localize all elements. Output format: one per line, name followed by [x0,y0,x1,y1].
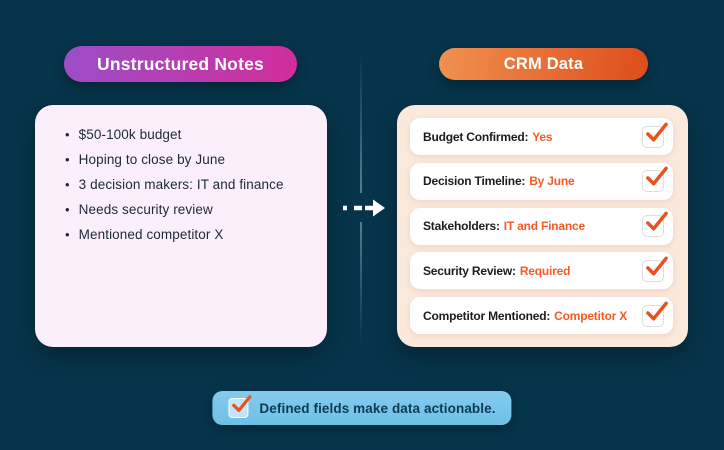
field-text: Security Review:Required [423,264,570,278]
bullet-dot-icon: • [65,202,70,217]
crm-field-rows: Budget Confirmed:Yes Decision Timeline:B… [410,118,673,334]
note-item: • Mentioned competitor X [65,227,309,252]
crm-data-card: Budget Confirmed:Yes Decision Timeline:B… [397,105,688,347]
crm-data-title: CRM Data [503,54,584,73]
crm-field-row: Security Review:Required [410,252,673,290]
note-item: • 3 decision makers: IT and finance [65,177,309,202]
note-text: Needs security review [78,202,213,217]
bullet-dot-icon: • [65,227,70,242]
field-text: Decision Timeline:By June [423,174,575,188]
field-text: Budget Confirmed:Yes [423,129,553,144]
crm-field-row: Competitor Mentioned:Competitor X [410,297,673,334]
crm-field-row: Decision Timeline:By June [410,162,673,200]
field-value: IT and Finance [503,219,585,233]
crm-field-row: Stakeholders:IT and Finance [410,207,673,245]
field-label: Decision Timeline: [423,174,526,189]
field-label: Stakeholders: [423,219,500,233]
field-value: Yes [532,129,553,144]
note-item: • Needs security review [65,202,309,227]
bullet-dot-icon: • [65,177,70,192]
unstructured-notes-title-pill: Unstructured Notes [64,46,297,82]
field-label: Competitor Mentioned: [423,308,551,323]
field-value: By June [529,174,575,189]
bullet-dot-icon: • [65,127,70,142]
field-label: Security Review: [423,263,516,278]
note-text: Hoping to close by June [78,152,226,167]
footer-badge: Defined fields make data actionable. [212,391,512,425]
note-item: • $50-100k budget [65,127,309,152]
checkmark-icon [646,301,668,320]
checkbox[interactable] [642,301,668,327]
field-label: Budget Confirmed: [423,129,529,144]
note-text: 3 decision makers: IT and finance [78,177,284,192]
note-text: Mentioned competitor X [78,227,224,242]
crm-data-title-pill: CRM Data [439,48,648,80]
vertical-divider-bottom [359,222,362,345]
note-text: $50-100k budget [78,127,182,142]
note-item: • Hoping to close by June [65,152,309,177]
checked-checkbox-icon [228,395,252,418]
crm-field-row: Budget Confirmed:Yes [410,118,673,155]
field-text: Stakeholders:IT and Finance [423,219,585,233]
checkbox[interactable] [642,122,668,148]
dashed-right-arrow-icon [343,199,385,217]
bullet-dot-icon: • [65,152,70,167]
checkbox[interactable] [642,211,668,237]
vertical-divider-top [359,52,362,193]
checkmark-icon [646,211,668,231]
field-value: Competitor X [554,308,628,323]
checkbox[interactable] [642,166,668,193]
field-value: Required [519,263,571,278]
checkmark-icon [646,256,668,276]
notes-list: • $50-100k budget • Hoping to close by J… [35,105,327,252]
checkmark-icon [646,166,668,186]
field-text: Competitor Mentioned:Competitor X [423,309,627,323]
footer-caption: Defined fields make data actionable. [259,400,496,416]
unstructured-notes-card: • $50-100k budget • Hoping to close by J… [35,105,327,347]
checkmark-icon [646,122,668,141]
checkmark-icon [232,395,252,413]
checkbox[interactable] [642,256,668,282]
unstructured-notes-title: Unstructured Notes [97,53,264,74]
